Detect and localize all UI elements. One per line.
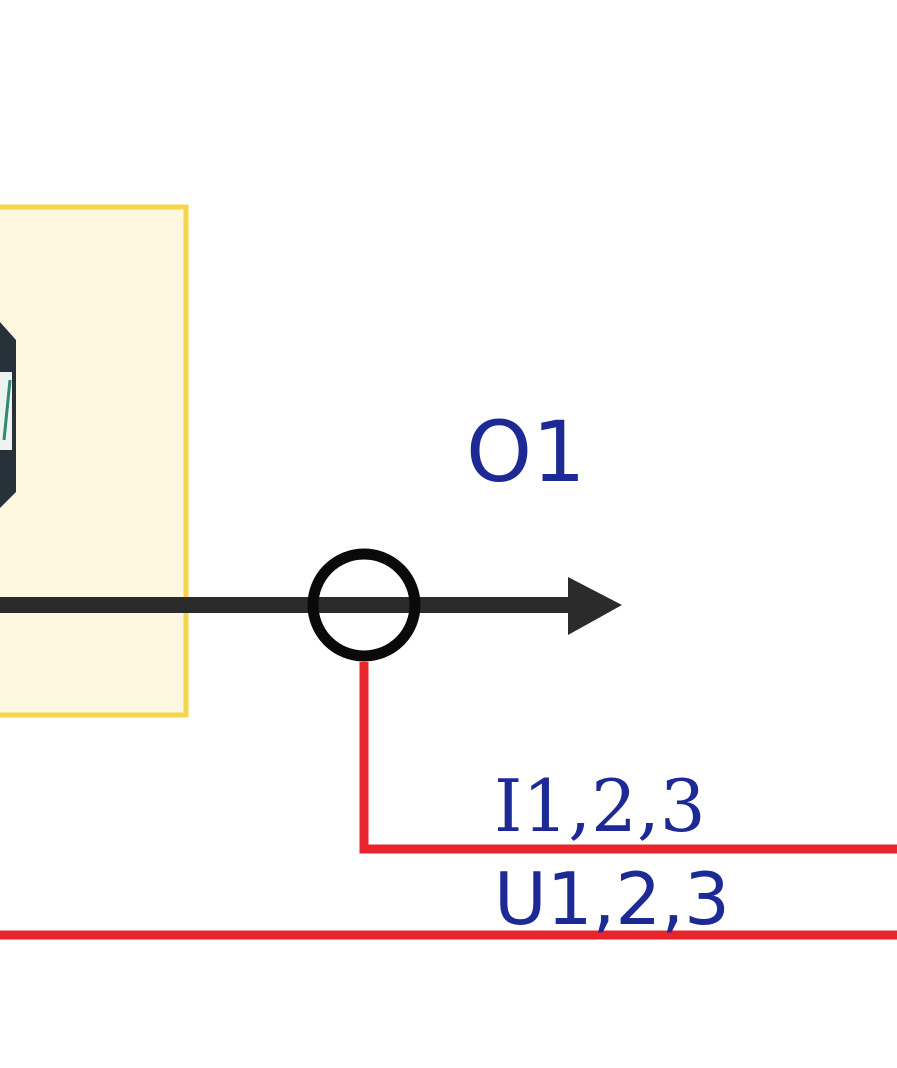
current-sensor-icon: [307, 548, 421, 662]
current-label: I1,2,3: [494, 764, 706, 848]
output-label: O1: [466, 403, 586, 501]
device-panel: [0, 204, 189, 718]
arrow-right-icon: [568, 577, 622, 635]
current-measurement-line: [359, 662, 897, 854]
device-icon: [0, 322, 16, 508]
voltage-label: U1,2,3: [494, 857, 730, 941]
